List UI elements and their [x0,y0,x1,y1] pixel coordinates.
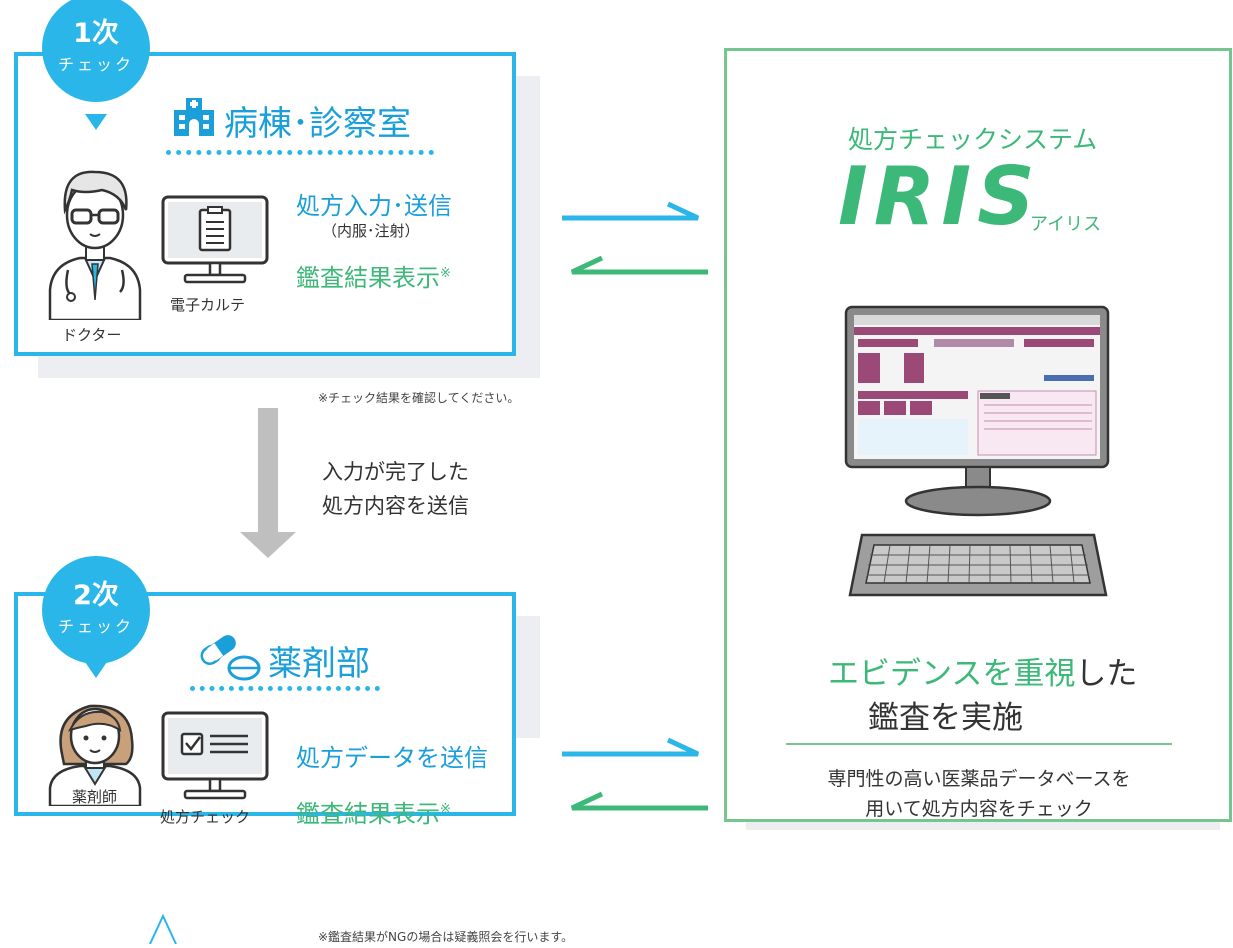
second-check-badge: 2次 チェック [42,556,150,664]
doctor-illustration [40,160,150,324]
computer-illustration [844,305,1112,609]
headline-line2: 鑑査を実施 [868,700,1023,736]
exchange-arrows-top [560,200,710,294]
pharmacy-dots-divider [190,686,380,691]
check-label: 処方チェック [160,808,251,826]
footnote-mark: ※ [440,266,451,281]
ward-action-sub: （内服･注射） [322,222,420,240]
iris-logo: IRIS [838,150,1041,243]
badge-tail [85,114,107,130]
iris-subtitle: 処方チェックシステム [848,125,1098,154]
emr-label: 電子カルテ [170,296,246,314]
badge-label: チェック [57,617,134,636]
transfer-line1: 入力が完了した [322,460,469,484]
down-arrow [240,408,296,562]
transfer-text: 入力が完了した 処方内容を送信 [322,455,469,523]
badge-label: チェック [57,55,134,74]
headline-line1: エビデンスを重視した [828,652,1233,696]
bottom-pointer [148,913,178,948]
hospital-icon [174,98,214,140]
pharmacy-action-result: 鑑査結果表示※ [296,794,451,829]
iris-divider [786,743,1172,745]
headline-green: エビデンスを重視 [828,656,1076,692]
badge-tail [85,662,107,678]
iris-reading: アイリス [1030,214,1102,235]
check-monitor-icon [160,710,270,806]
pharmacist-label: 薬剤師 [72,788,118,806]
ward-note: ※チェック結果を確認してください。 [318,391,520,405]
doctor-label: ドクター [62,326,122,344]
badge-number: 2次 [73,580,119,611]
iris-headline: エビデンスを重視した 鑑査を実施 [0,652,1233,740]
transfer-line2: 処方内容を送信 [322,494,469,518]
pharmacy-title: 薬剤部 [268,644,370,684]
pharmacy-action-send: 処方データを送信 [296,744,488,772]
ward-action-result: 鑑査結果表示※ [296,258,451,293]
pharmacist-illustration [40,696,150,810]
badge-number: 1次 [73,18,119,49]
ward-action-input: 処方入力･送信 [296,192,452,220]
emr-monitor-icon [160,194,270,290]
pharmacy-result-text: 鑑査結果表示 [296,800,440,828]
desc-line2: 用いて処方内容をチェック [865,798,1093,820]
footnote-mark: ※ [440,802,451,817]
desc-line1: 専門性の高い医薬品データベースを [827,768,1131,790]
exchange-arrows-bottom [560,736,710,830]
first-check-badge: 1次 チェック [42,0,150,102]
headline-black: した [1075,656,1138,692]
ward-result-text: 鑑査結果表示 [296,264,440,292]
iris-description: 専門性の高い医薬品データベースを 用いて処方内容をチェック [786,764,1172,824]
pharmacy-note: ※鑑査結果がNGの場合は疑義照会を行います。 [318,930,574,944]
ward-dots-divider [166,150,434,155]
pill-icon [196,630,262,686]
ward-title: 病棟･診察室 [224,104,411,144]
